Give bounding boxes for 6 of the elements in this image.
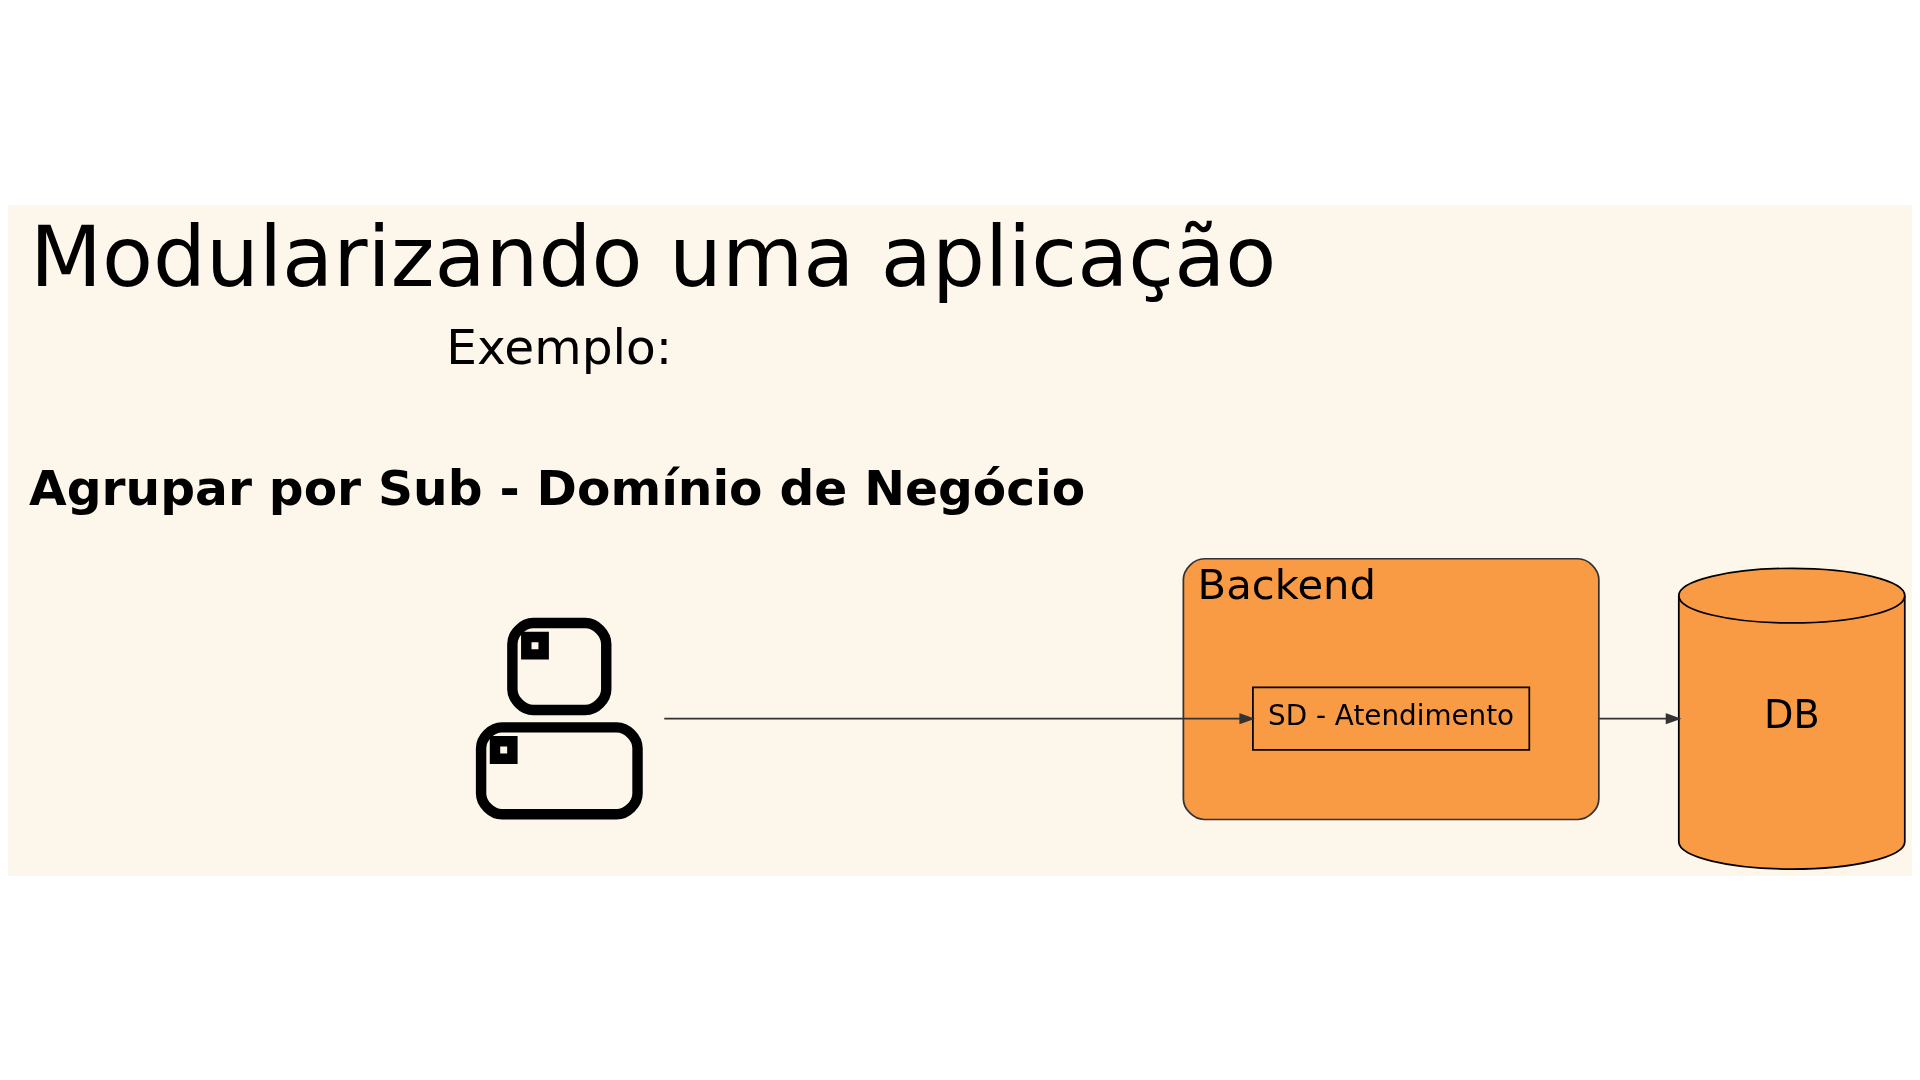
label: Agrupar por Sub - Domínio de Negócio — [29, 459, 1086, 516]
label: Exemplo: — [446, 318, 673, 375]
diagram-title: Modularizando uma aplicação — [30, 208, 1277, 306]
node-box: SD - Atendimento — [1252, 686, 1531, 751]
arrow — [1597, 712, 1682, 724]
arrow — [663, 712, 1256, 724]
